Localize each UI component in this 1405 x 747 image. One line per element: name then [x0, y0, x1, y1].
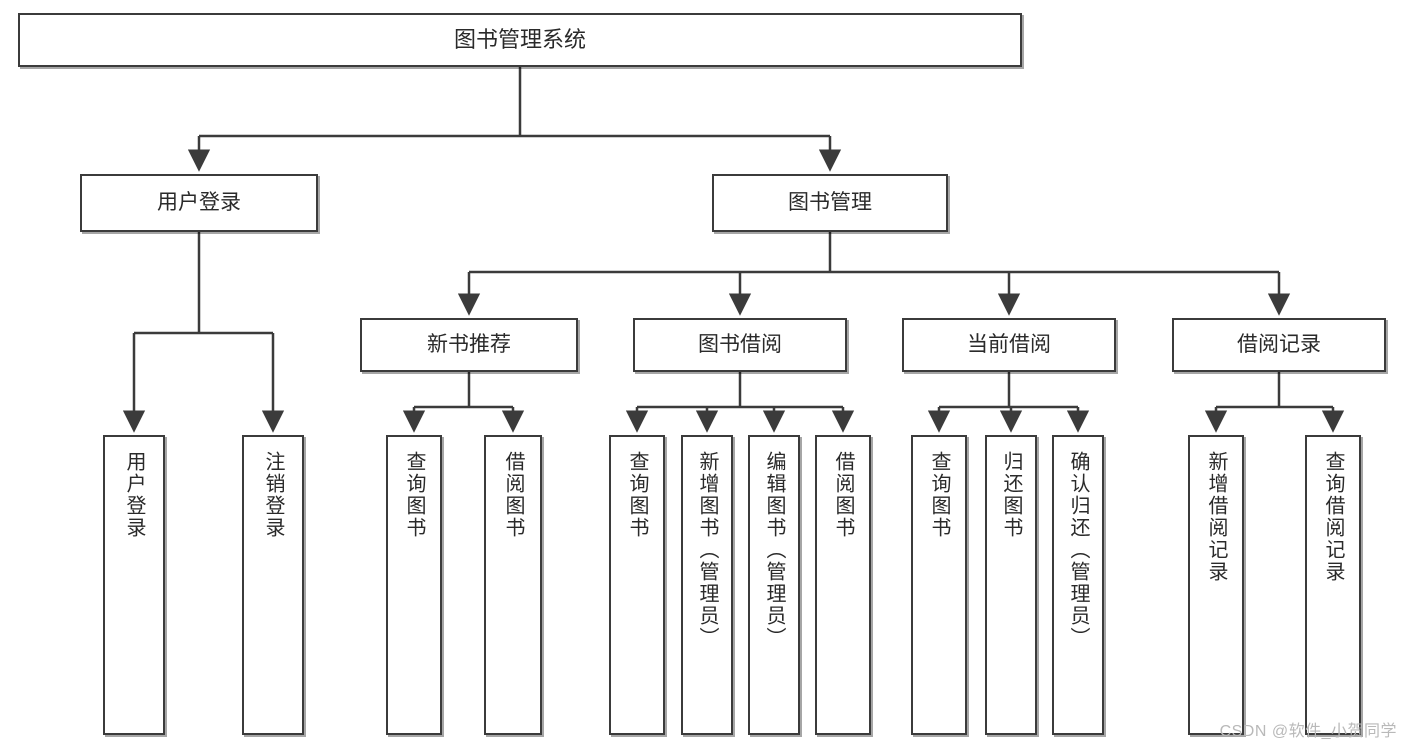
node-label: 编辑图书（管理员） — [763, 451, 785, 649]
node-book-management[interactable]: 图书管理 — [712, 174, 948, 232]
node-borrow-records[interactable]: 借阅记录 — [1172, 318, 1386, 372]
node-label: 查询图书 — [928, 451, 950, 539]
node-label: 借阅图书 — [502, 451, 524, 539]
leaf-edit-book-admin[interactable]: 编辑图书（管理员） — [748, 435, 800, 735]
node-label: 归还图书 — [1000, 451, 1022, 539]
leaf-query-borrow-record[interactable]: 查询借阅记录 — [1305, 435, 1361, 735]
node-new-book-recommend[interactable]: 新书推荐 — [360, 318, 578, 372]
node-label: 借阅记录 — [1237, 332, 1321, 356]
node-label: 图书管理 — [788, 190, 872, 214]
leaf-query-book-borrow[interactable]: 查询图书 — [609, 435, 665, 735]
leaf-query-book-newbook[interactable]: 查询图书 — [386, 435, 442, 735]
leaf-lend-book[interactable]: 借阅图书 — [815, 435, 871, 735]
node-label: 查询图书 — [626, 451, 648, 539]
leaf-user-login[interactable]: 用户登录 — [103, 435, 165, 735]
node-label: 新增图书（管理员） — [696, 451, 718, 649]
leaf-add-borrow-record[interactable]: 新增借阅记录 — [1188, 435, 1244, 735]
node-label: 新增借阅记录 — [1205, 451, 1227, 583]
node-label: 确认归还（管理员） — [1067, 451, 1089, 649]
leaf-logout[interactable]: 注销登录 — [242, 435, 304, 735]
node-label: 图书管理系统 — [453, 27, 586, 53]
leaf-confirm-return-admin[interactable]: 确认归还（管理员） — [1052, 435, 1104, 735]
leaf-return-book[interactable]: 归还图书 — [985, 435, 1037, 735]
node-label: 当前借阅 — [967, 332, 1051, 356]
node-label: 注销登录 — [262, 451, 284, 539]
node-label: 借阅图书 — [832, 451, 854, 539]
node-label: 查询图书 — [403, 451, 425, 539]
node-label: 查询借阅记录 — [1322, 451, 1344, 583]
node-label: 图书借阅 — [698, 332, 782, 356]
leaf-add-book-admin[interactable]: 新增图书（管理员） — [681, 435, 733, 735]
node-user-login[interactable]: 用户登录 — [80, 174, 318, 232]
leaf-query-book-current[interactable]: 查询图书 — [911, 435, 967, 735]
node-root-system[interactable]: 图书管理系统 — [18, 13, 1022, 67]
csdn-watermark: CSDN @软件_小贺同学 — [1219, 723, 1397, 740]
leaf-borrow-book-newbook[interactable]: 借阅图书 — [484, 435, 542, 735]
node-label: 用户登录 — [157, 190, 241, 214]
node-label: 用户登录 — [123, 451, 145, 539]
node-label: 新书推荐 — [427, 332, 511, 356]
node-book-borrow[interactable]: 图书借阅 — [633, 318, 847, 372]
node-current-borrow[interactable]: 当前借阅 — [902, 318, 1116, 372]
